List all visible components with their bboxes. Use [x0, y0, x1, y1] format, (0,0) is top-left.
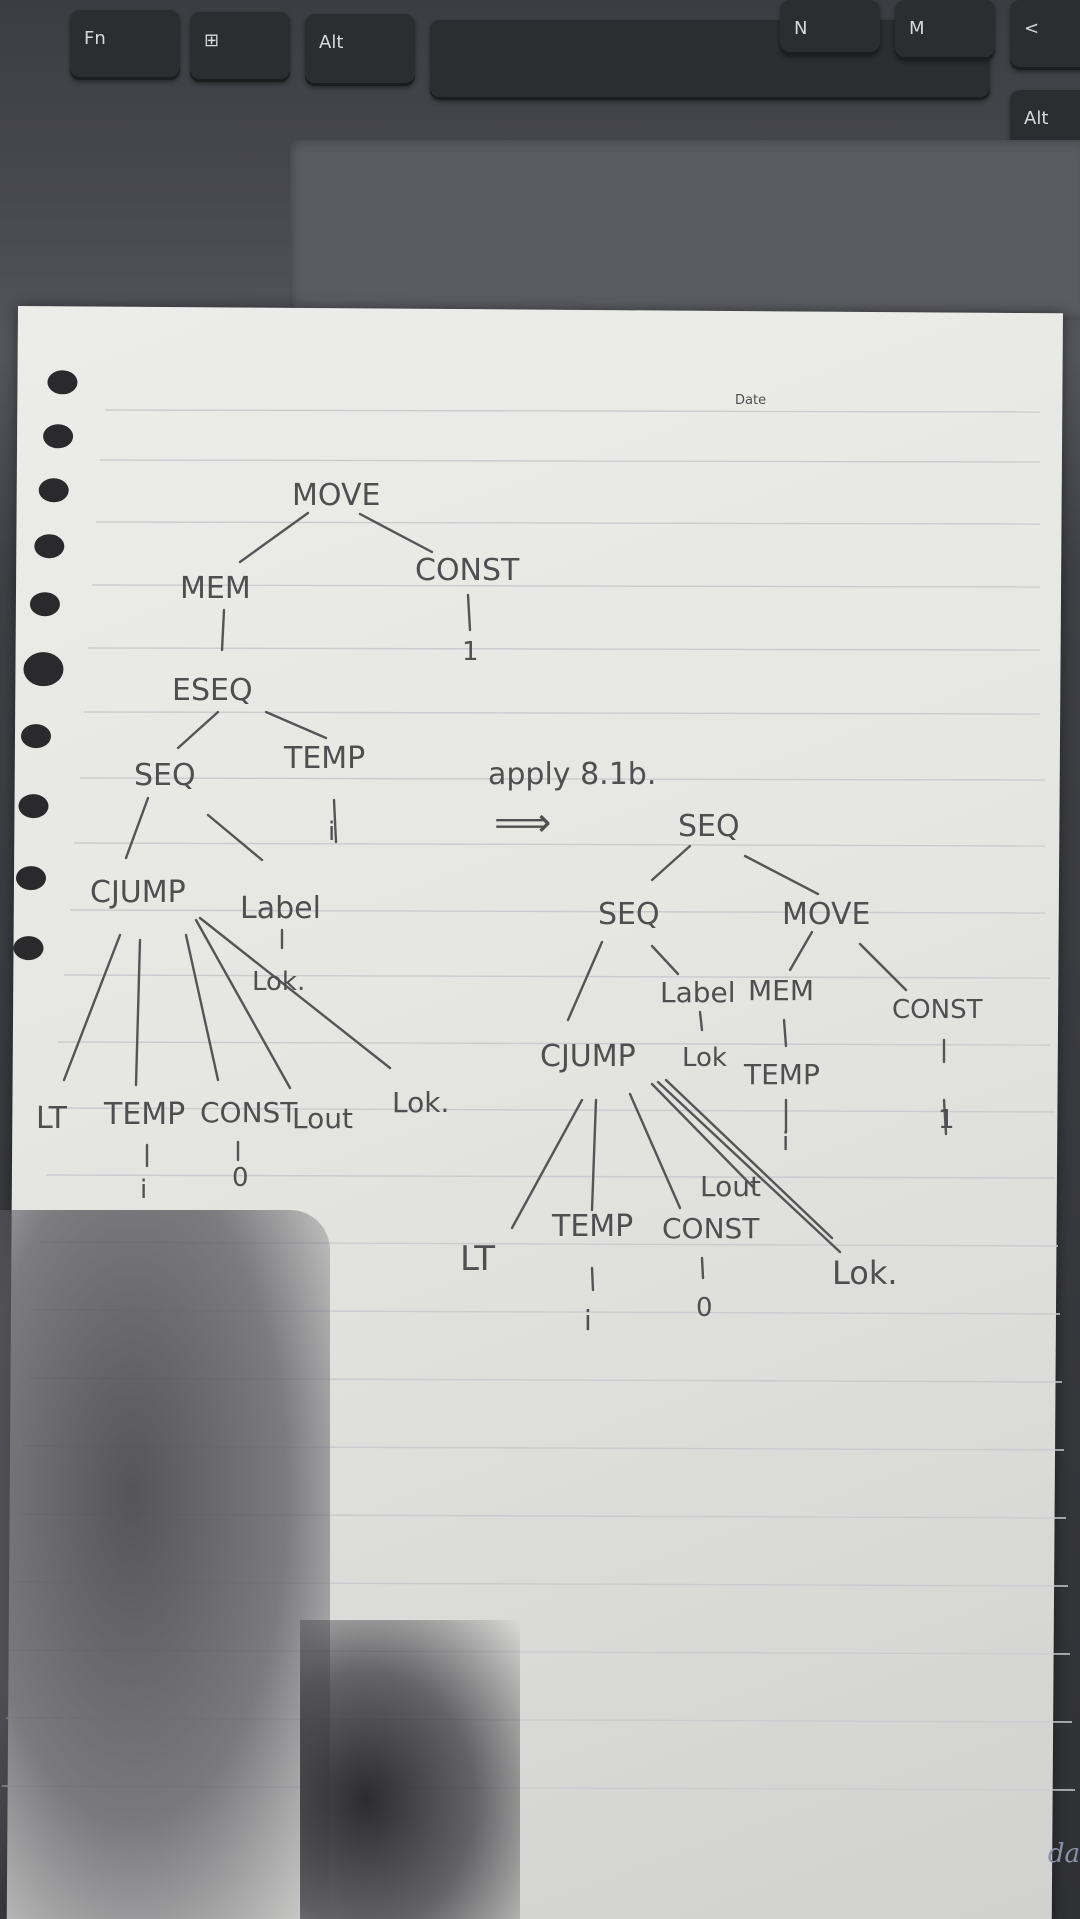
ruled-lines	[1, 409, 1076, 1791]
node-const-top-value: 1	[462, 637, 479, 667]
left-tree-edges	[62, 511, 472, 1168]
node-const2-value: 0	[232, 1163, 249, 1193]
keyboard-key-m: M	[895, 0, 995, 60]
node-const0-value: 0	[696, 1293, 713, 1323]
node-temp-mem: TEMP	[743, 1058, 820, 1091]
node-const2: CONST	[200, 1096, 298, 1129]
node-temp-value: i	[328, 817, 335, 847]
hand-shadow	[0, 1210, 330, 1919]
node-label: Label	[660, 976, 736, 1009]
node-const0: CONST	[662, 1212, 760, 1245]
laptop-touchpad	[290, 140, 1080, 320]
node-move: MOVE	[782, 897, 870, 932]
node-const-top: CONST	[415, 553, 520, 588]
node-lout: Lout	[292, 1102, 353, 1135]
keyboard-key-fn: Fn	[70, 10, 180, 80]
node-mem: MEM	[748, 974, 814, 1007]
apply-rule-text: apply 8.1b.	[488, 757, 656, 792]
node-temp-value: i	[584, 1304, 592, 1337]
node-temp-mem-value: i	[782, 1127, 789, 1157]
keyboard-key-comma: <	[1010, 0, 1080, 70]
node-temp2-value: i	[140, 1175, 147, 1205]
apply-annotation: apply 8.1b. ⟹	[488, 757, 656, 846]
left-tree-labels: MOVE MEM CONST 1 ESEQ SEQ TEMP i CJUMP L…	[36, 478, 520, 1205]
finger-shadow	[300, 1620, 520, 1919]
paper-footer-text: da	[1047, 1839, 1080, 1869]
node-cjump: CJUMP	[90, 875, 186, 910]
paper-date-header: Date	[735, 393, 766, 408]
keyboard-key-win: ⊞	[190, 12, 290, 82]
node-lok: Lok.	[392, 1086, 449, 1119]
keyboard-key-alt-left: Alt	[305, 14, 415, 86]
node-move: MOVE	[292, 478, 380, 513]
implies-arrow: ⟹	[494, 800, 551, 846]
node-seq-root: SEQ	[678, 809, 740, 844]
node-label-value: Lok	[682, 1043, 727, 1073]
node-const: CONST	[892, 995, 983, 1025]
node-seq: SEQ	[598, 897, 660, 932]
node-lt: LT	[460, 1239, 495, 1279]
right-tree-edges	[510, 844, 948, 1292]
node-label-value: Lok.	[252, 967, 305, 997]
node-label: Label	[240, 891, 321, 926]
node-mem: MEM	[180, 571, 251, 606]
node-lok: Lok.	[832, 1254, 898, 1292]
keyboard-key-n: N	[780, 0, 880, 55]
node-lout: Lout	[700, 1170, 761, 1203]
node-const-value: 1	[938, 1105, 955, 1135]
node-seq: SEQ	[134, 758, 196, 793]
node-lt: LT	[36, 1101, 68, 1136]
node-temp: TEMP	[283, 741, 365, 776]
right-tree-labels: SEQ SEQ MOVE CJUMP Label Lok MEM TEMP i …	[460, 809, 983, 1337]
node-temp2: TEMP	[103, 1097, 185, 1132]
node-temp: TEMP	[551, 1209, 633, 1244]
node-eseq: ESEQ	[172, 673, 253, 708]
node-cjump: CJUMP	[540, 1039, 636, 1074]
